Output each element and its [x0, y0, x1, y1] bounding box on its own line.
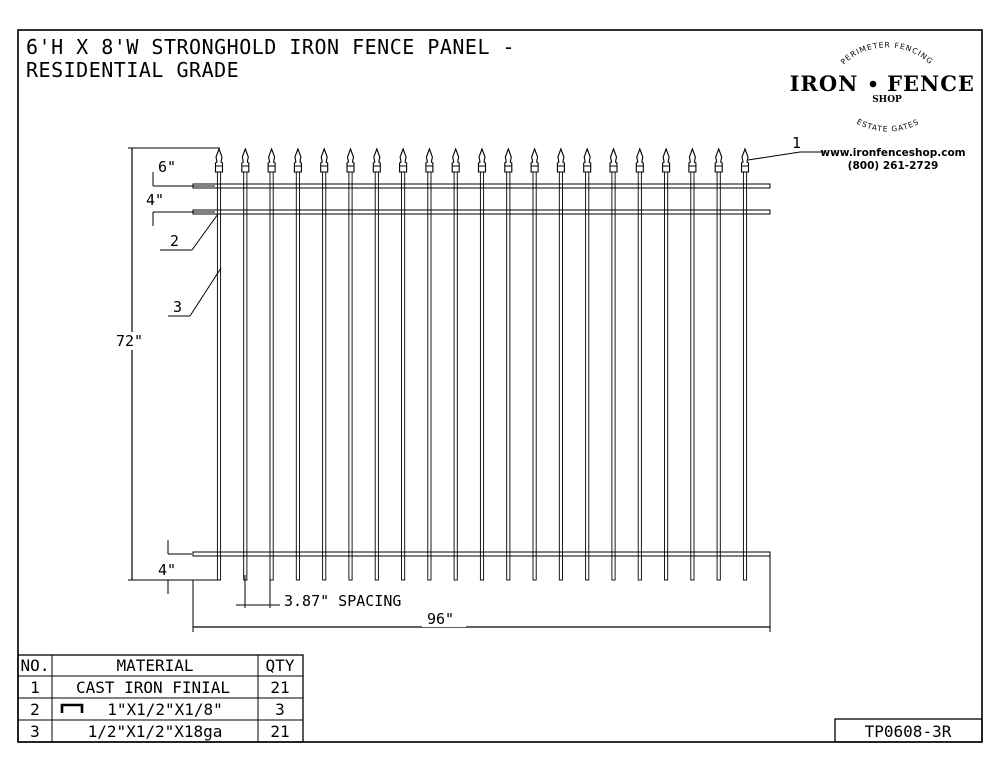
- fence-picket: [322, 171, 327, 581]
- callout-3-leader: [189, 267, 222, 317]
- logo-arc-bottom: ESTATE GATES: [855, 117, 921, 134]
- finial-icon: [399, 147, 408, 173]
- fence-picket: [585, 171, 590, 581]
- logo-phone: (800) 261-2729: [848, 160, 939, 172]
- fence-picket: [243, 171, 248, 581]
- fence-picket: [690, 171, 695, 581]
- drawing-number-box: TP0608-3R: [834, 718, 983, 743]
- title-line-1: 6'H X 8'W STRONGHOLD IRON FENCE PANEL -: [26, 35, 515, 59]
- dim-height-mask: [112, 332, 154, 350]
- logo-shop: SHOP: [872, 95, 902, 105]
- fence-picket: [401, 171, 406, 581]
- materials-table: NO. MATERIAL QTY 1 CAST IRON FINIAL 21 2…: [17, 654, 304, 743]
- fence-picket: [348, 171, 353, 581]
- finial-icon: [346, 147, 355, 173]
- drawing-number: TP0608-3R: [865, 722, 952, 741]
- table-header-no: NO.: [21, 656, 50, 675]
- logo-iron: IRON: [790, 71, 859, 96]
- table-row-1-no: 1: [30, 678, 40, 697]
- finial-icon: [293, 147, 302, 173]
- table-header-qty: QTY: [266, 656, 295, 675]
- fence-picket: [506, 171, 511, 581]
- table-row-1-material: CAST IRON FINIAL: [76, 678, 230, 697]
- dim-spacing-label: 3.87" SPACING: [284, 592, 401, 610]
- channel-icon: [60, 703, 84, 713]
- dimension-lines: 72" 6" 4" 4" 3.87" SPACING 96": [112, 147, 771, 632]
- sheet-border: [17, 29, 983, 743]
- finial-icon: [372, 147, 381, 173]
- fence-picket: [295, 171, 300, 581]
- fence-panel: [192, 147, 771, 581]
- fence-picket: [374, 171, 379, 581]
- callout-3-label: 3: [173, 298, 182, 316]
- table-row-2-qty: 3: [275, 700, 285, 719]
- fence-picket: [479, 171, 485, 581]
- table-header-material: MATERIAL: [116, 656, 193, 675]
- dim-rail-gap-label: 4": [146, 191, 164, 209]
- fence-picket: [611, 171, 616, 581]
- dim-width-mask: [422, 611, 466, 627]
- finial-icon: [504, 147, 513, 173]
- finial-icon: [530, 147, 539, 173]
- table-row-2-no: 2: [30, 700, 40, 719]
- fence-picket: [532, 171, 537, 581]
- fence-picket: [269, 171, 274, 581]
- finial-icon: [556, 147, 565, 173]
- dim-width-label: 96": [427, 610, 454, 628]
- finial-icon: [609, 147, 618, 173]
- finial-icon: [714, 147, 723, 173]
- finial-icon: [241, 147, 250, 173]
- table-row-3-qty: 21: [270, 722, 289, 741]
- logo-dot-icon: [869, 80, 877, 88]
- finial-icon: [451, 147, 460, 173]
- callout-1-leader: [747, 151, 801, 161]
- fence-picket: [716, 171, 721, 581]
- table-row-3-material: 1/2"X1/2"X18ga: [88, 722, 223, 741]
- dim-top-gap-label: 6": [158, 158, 176, 176]
- fence-picket: [637, 171, 642, 581]
- fence-picket: [664, 171, 669, 581]
- title-line-2: RESIDENTIAL GRADE: [26, 58, 239, 82]
- table-row-2-material: 1"X1/2"X1/8": [107, 700, 223, 719]
- callout-1-label: 1: [792, 134, 801, 152]
- callouts: 1 2 3: [160, 134, 825, 317]
- callout-2-leader: [191, 213, 219, 251]
- fence-picket: [742, 171, 748, 581]
- finial-icon: [267, 147, 276, 173]
- fence-picket: [558, 171, 563, 581]
- fence-picket: [453, 171, 458, 581]
- finial-icon: [425, 147, 434, 173]
- fence-picket: [427, 171, 432, 581]
- finial-icon: [583, 147, 592, 173]
- logo-website: www.ironfenceshop.com: [820, 147, 965, 159]
- finial-icon: [214, 147, 224, 173]
- logo-fence: FENCE: [887, 71, 975, 96]
- drawing-number-border: [834, 718, 983, 743]
- finial-icon: [688, 147, 697, 173]
- dim-bottom-gap-label: 4": [158, 561, 176, 579]
- table-row-3-no: 3: [30, 722, 40, 741]
- finial-icon: [740, 147, 750, 173]
- logo-arc-top: PERIMETER FENCING: [839, 40, 935, 66]
- callout-2-label: 2: [170, 232, 179, 250]
- finial-icon: [477, 147, 487, 173]
- finial-icon: [635, 147, 644, 173]
- finial-icon: [320, 147, 329, 173]
- finial-icon: [662, 147, 671, 173]
- table-row-1-qty: 21: [270, 678, 289, 697]
- fence-picket: [216, 171, 222, 581]
- dim-height-label: 72": [116, 332, 143, 350]
